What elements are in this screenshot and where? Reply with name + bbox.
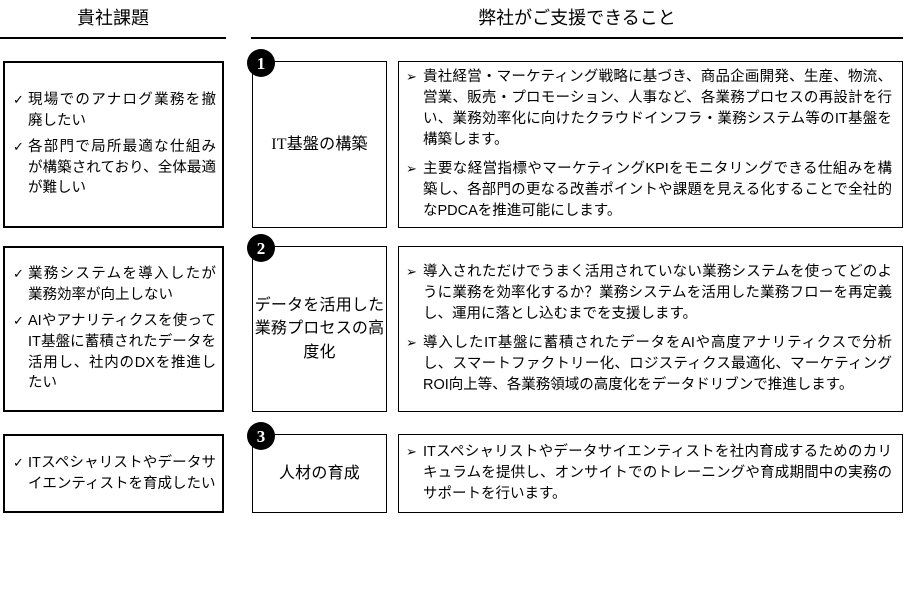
- detail-text: 貴社経営・マーケティング戦略に基づき、商品企画開発、生産、物流、営業、販売・プロ…: [423, 69, 892, 149]
- step-badge-1: 1: [247, 49, 275, 77]
- header-divider-right: [251, 37, 903, 39]
- issues-box-row-2[interactable]: ✓ 業務システムを導入したが業務効率が向上しない ✓ AIやアナリティクスを使っ…: [3, 246, 224, 412]
- header-divider-left: [0, 37, 226, 39]
- detail-text: 導入されただけでうまく活用されていない業務システムを使ってどのように業務を効率化…: [423, 264, 892, 323]
- issues-box-row-1[interactable]: ✓ 現場でのアナログ業務を撤廃したい ✓ 各部門で局所最適な仕組みが構築されてお…: [3, 61, 224, 228]
- arrow-bullet-icon: ➢: [406, 444, 417, 460]
- issue-text: AIやアナリティクスを使ってIT基盤に蓄積されたデータを活用し、社内のDXを推進…: [28, 313, 216, 392]
- detail-item: ➢ 導入されただけでうまく活用されていない業務システムを使ってどのように業務を効…: [406, 262, 892, 325]
- theme-box-row-3[interactable]: 人材の育成: [252, 434, 387, 513]
- arrow-bullet-icon: ➢: [406, 264, 417, 280]
- theme-box-row-2[interactable]: データを活用した業務プロセスの高度化: [252, 246, 387, 412]
- issue-item: ✓ ITスペシャリストやデータサイエンティストを育成したい: [13, 453, 216, 494]
- theme-label: IT基盤の構築: [271, 135, 368, 153]
- details-box-row-2[interactable]: ➢ 導入されただけでうまく活用されていない業務システムを使ってどのように業務を効…: [398, 246, 903, 412]
- detail-item: ➢ ITスペシャリストやデータサイエンティストを社内育成するためのカリキュラムを…: [406, 442, 892, 505]
- detail-text: 主要な経営指標やマーケティングKPIをモニタリングできる仕組みを構築し、各部門の…: [423, 160, 892, 219]
- check-icon: ✓: [13, 92, 24, 108]
- issue-item: ✓ AIやアナリティクスを使ってIT基盤に蓄積されたデータを活用し、社内のDXを…: [13, 311, 216, 393]
- arrow-bullet-icon: ➢: [406, 160, 417, 176]
- column-header-issues: 貴社課題: [77, 8, 149, 28]
- check-icon: ✓: [13, 454, 24, 470]
- check-icon: ✓: [13, 266, 24, 282]
- issue-text: 各部門で局所最適な仕組みが構築されており、全体最適が難しい: [28, 139, 216, 197]
- detail-item: ➢ 貴社経営・マーケティング戦略に基づき、商品企画開発、生産、物流、営業、販売・…: [406, 67, 892, 151]
- issue-item: ✓ 現場でのアナログ業務を撤廃したい: [13, 90, 216, 131]
- theme-box-row-1[interactable]: IT基盤の構築: [252, 61, 387, 228]
- check-icon: ✓: [13, 139, 24, 155]
- issues-box-row-3[interactable]: ✓ ITスペシャリストやデータサイエンティストを育成したい: [3, 434, 224, 513]
- detail-item: ➢ 主要な経営指標やマーケティングKPIをモニタリングできる仕組みを構築し、各部…: [406, 159, 892, 222]
- issue-text: 現場でのアナログ業務を撤廃したい: [28, 92, 216, 129]
- arrow-bullet-icon: ➢: [406, 335, 417, 350]
- column-header-support: 弊社がご支援できること: [478, 8, 676, 28]
- theme-label: 人材の育成: [278, 464, 360, 482]
- detail-text: ITスペシャリストやデータサイエンティストを社内育成するためのカリキュラムを提供…: [423, 444, 892, 502]
- check-icon: ✓: [13, 313, 24, 329]
- issue-item: ✓ 業務システムを導入したが業務効率が向上しない: [13, 264, 216, 305]
- arrow-bullet-icon: ➢: [406, 69, 417, 85]
- detail-item: ➢ 導入したIT基盤に蓄積されたデータをAIや高度アナリティクスで分析し、スマー…: [406, 333, 892, 396]
- detail-text: 導入したIT基盤に蓄積されたデータをAIや高度アナリティクスで分析し、スマートフ…: [423, 335, 892, 393]
- step-badge-2: 2: [247, 234, 275, 262]
- step-badge-3: 3: [247, 422, 275, 450]
- details-box-row-1[interactable]: ➢ 貴社経営・マーケティング戦略に基づき、商品企画開発、生産、物流、営業、販売・…: [398, 61, 903, 228]
- issue-item: ✓ 各部門で局所最適な仕組みが構築されており、全体最適が難しい: [13, 137, 216, 199]
- theme-label: データを活用した業務プロセスの高度化: [254, 297, 385, 361]
- issue-text: ITスペシャリストやデータサイエンティストを育成したい: [28, 454, 216, 492]
- details-box-row-3[interactable]: ➢ ITスペシャリストやデータサイエンティストを社内育成するためのカリキュラムを…: [398, 434, 903, 513]
- issue-text: 業務システムを導入したが業務効率が向上しない: [28, 266, 216, 303]
